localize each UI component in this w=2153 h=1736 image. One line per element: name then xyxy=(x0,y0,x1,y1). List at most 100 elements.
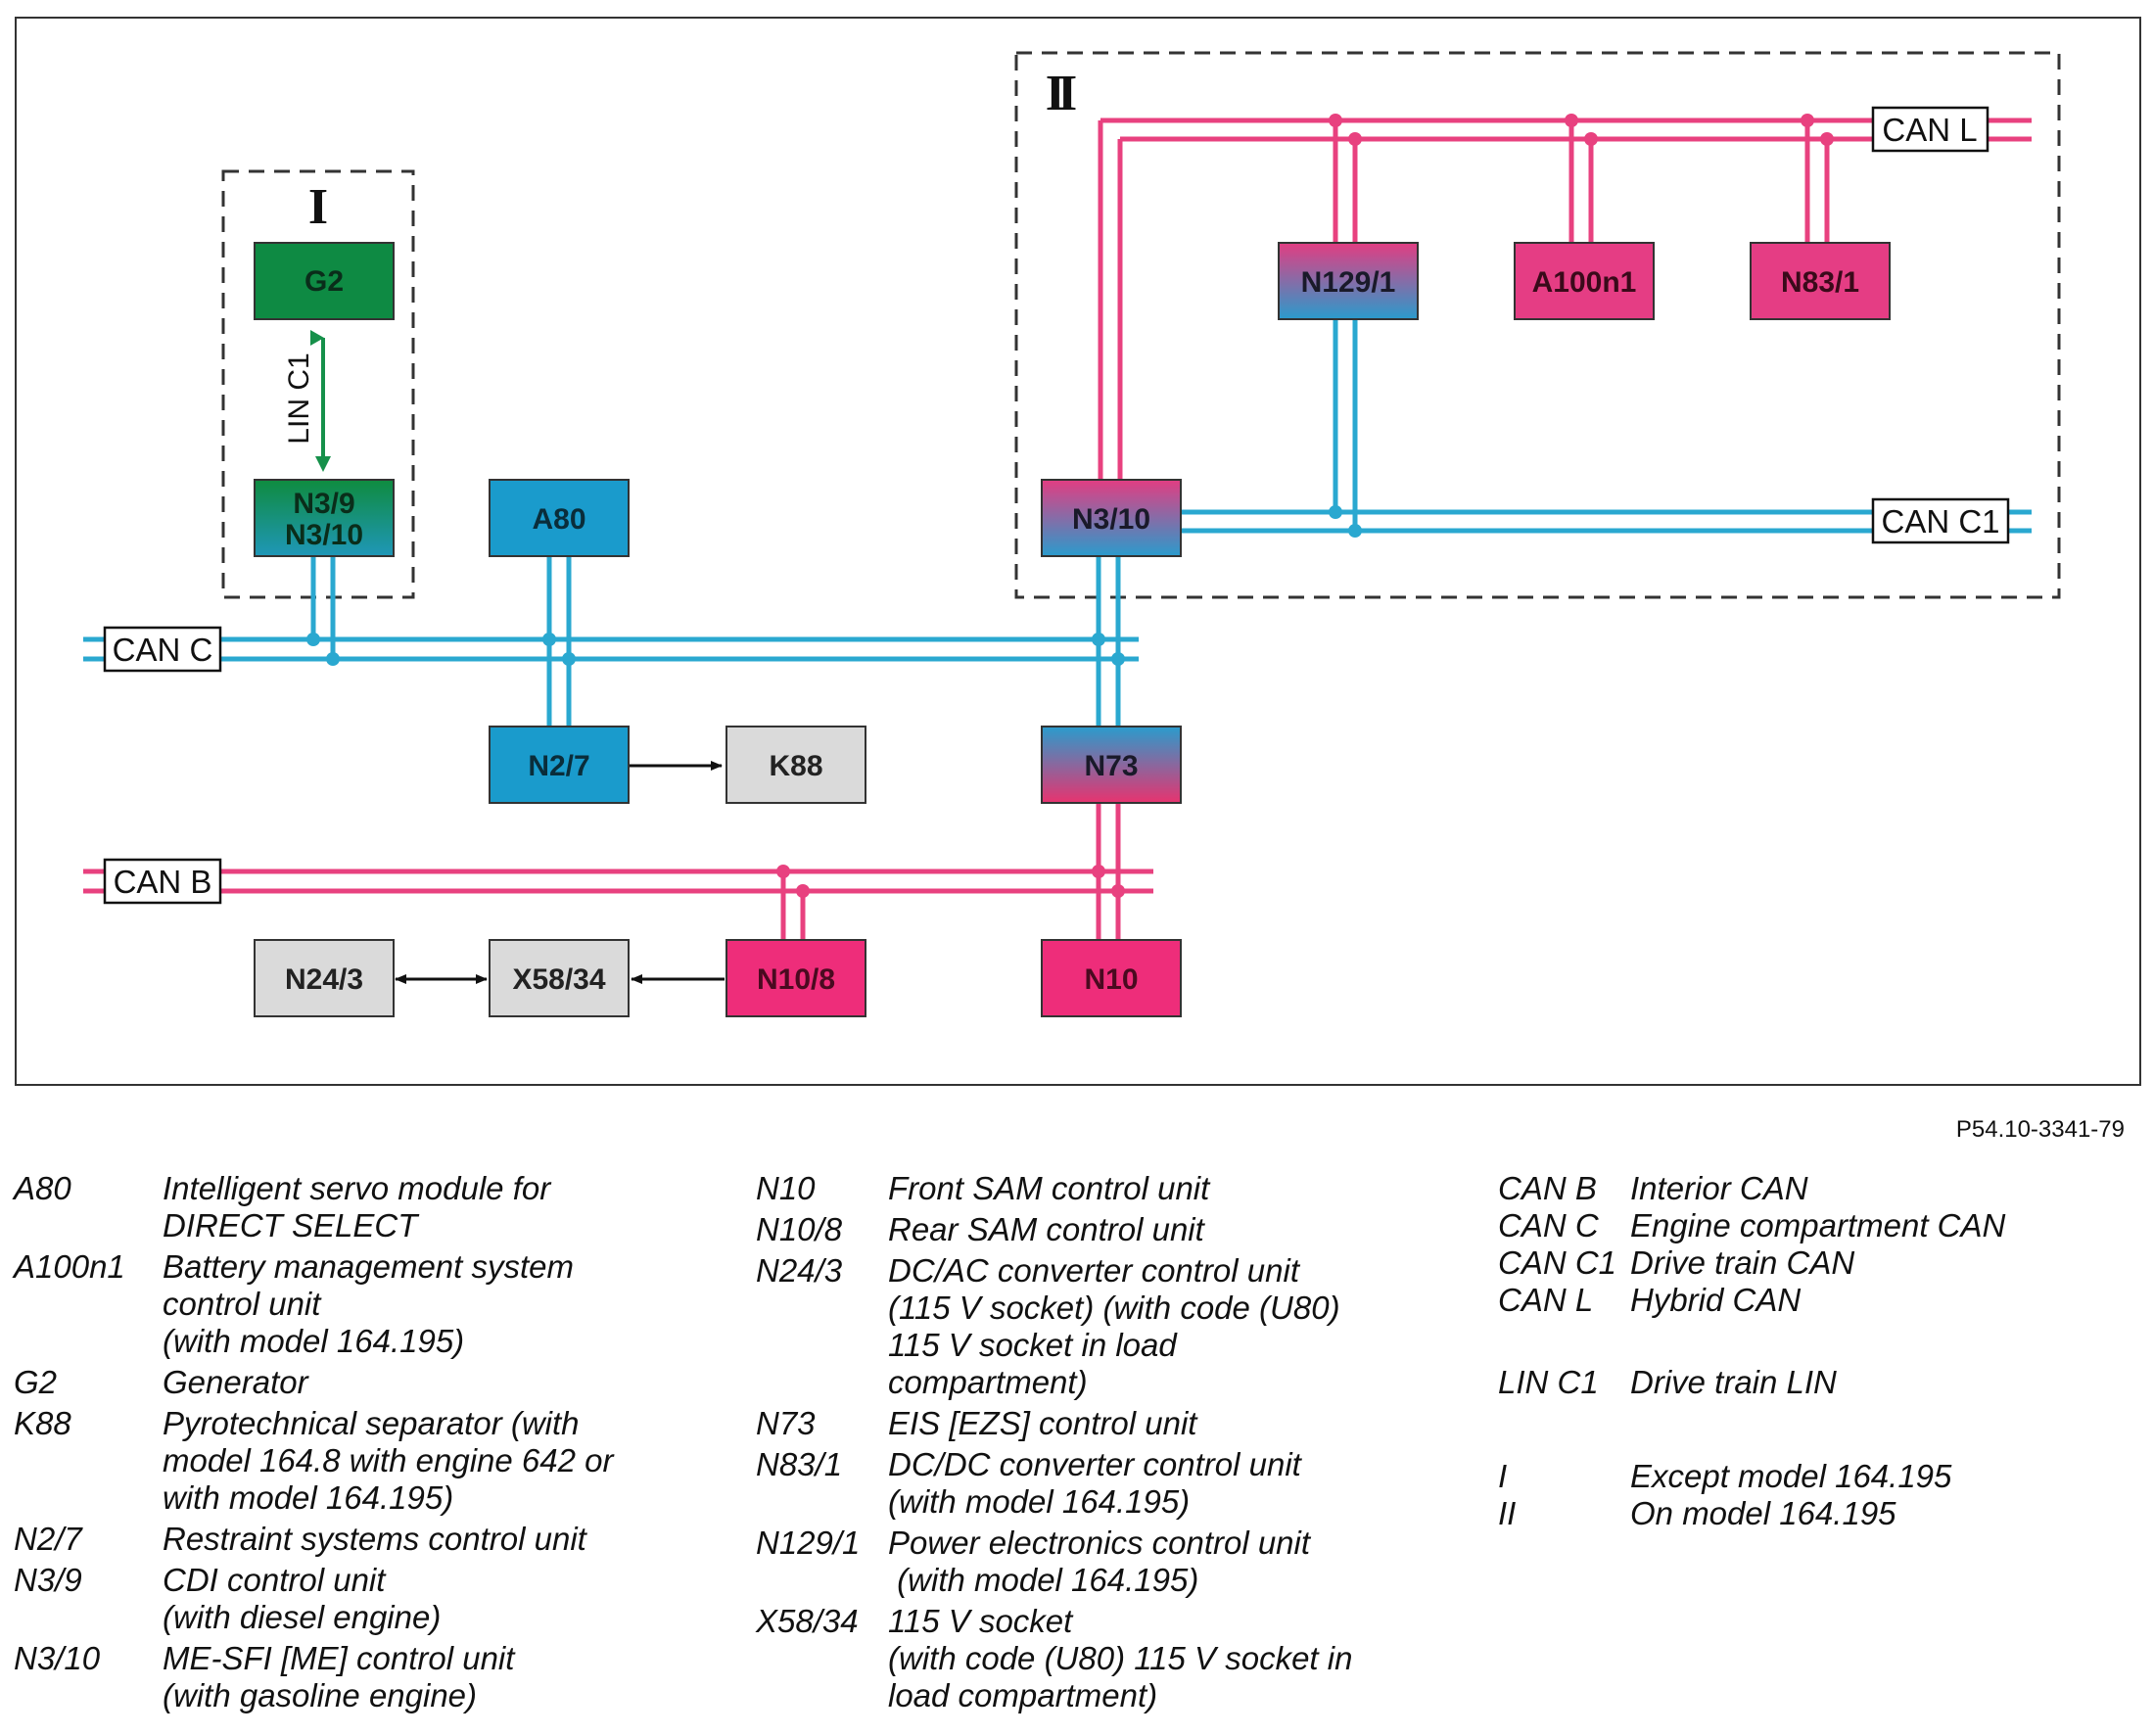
node-g2: G2 xyxy=(254,242,395,320)
group-i-label: I xyxy=(308,179,328,235)
node-x58-34: X58/34 xyxy=(489,939,630,1017)
node-n129-1: N129/1 xyxy=(1278,242,1419,320)
legend-description-line: DIRECT SELECT xyxy=(163,1207,418,1243)
legend-code: N3/10 xyxy=(14,1640,101,1676)
can-l-junctions xyxy=(1329,114,1834,146)
legend-description-line: compartment) xyxy=(888,1364,1088,1400)
legend-description-line: CDI control unit xyxy=(163,1562,386,1598)
legend-description-line: Intelligent servo module for xyxy=(163,1170,551,1206)
legend-description-line: control unit xyxy=(163,1286,321,1322)
can-c-junctions xyxy=(306,633,1125,666)
node-x58-34-label: X58/34 xyxy=(512,963,605,996)
legend-entry: N10 Front SAM control unit xyxy=(756,1170,1402,1207)
legend-description-line: 115 V socket in load xyxy=(888,1327,1177,1363)
legend-code: A100n1 xyxy=(14,1248,125,1285)
node-n3-10-ii-label: N3/10 xyxy=(1072,503,1150,536)
node-n3-9-n3-10: N3/9 N3/10 xyxy=(254,479,395,557)
legend-description-line: EIS [EZS] control unit xyxy=(888,1405,1197,1441)
legend-description: CDI control unit(with diesel engine) xyxy=(163,1562,699,1636)
legend-description: Hybrid CAN xyxy=(1630,1282,2144,1319)
legend-code: CAN L xyxy=(1498,1282,1594,1318)
legend-code: CAN C xyxy=(1498,1207,1599,1243)
legend-code: K88 xyxy=(14,1405,71,1441)
legend-description: Generator xyxy=(163,1364,699,1401)
can-b-bus xyxy=(83,803,1153,940)
can-b-junctions xyxy=(776,865,1125,898)
legend-description-line: ME-SFI [ME] control unit xyxy=(163,1640,515,1676)
legend-description: Front SAM control unit xyxy=(888,1170,1402,1207)
legend-code: N3/9 xyxy=(14,1562,82,1598)
legend-description: Rear SAM control unit xyxy=(888,1211,1402,1248)
legend-code: N10/8 xyxy=(756,1211,843,1247)
node-n3-10-label: N3/10 xyxy=(285,519,363,551)
legend-code: N24/3 xyxy=(756,1252,843,1289)
legend-description-line: Power electronics control unit xyxy=(888,1525,1311,1561)
node-n2-7-label: N2/7 xyxy=(528,750,589,782)
lin-c1-link: LIN C1 xyxy=(283,330,331,472)
node-n73-label: N73 xyxy=(1084,750,1138,782)
legend-description-line: (with gasoline engine) xyxy=(163,1677,478,1713)
node-n2-7: N2/7 xyxy=(489,726,630,804)
figure-reference: P54.10-3341-79 xyxy=(1955,1116,2125,1143)
group-ii-label: II xyxy=(1046,66,1076,121)
can-b-label: CAN B xyxy=(103,858,222,905)
legend-description-line: Drive train CAN xyxy=(1630,1244,1855,1281)
legend-description-line: (115 V socket) (with code (U80) xyxy=(888,1290,1340,1326)
node-n3-10-group-ii: N3/10 xyxy=(1041,479,1182,557)
legend-description-line: Except model 164.195 xyxy=(1630,1458,1952,1494)
legend-description: ME-SFI [ME] control unit(with gasoline e… xyxy=(163,1640,699,1714)
legend-description: Except model 164.195 xyxy=(1630,1458,2144,1495)
node-n83-1: N83/1 xyxy=(1750,242,1891,320)
node-n10: N10 xyxy=(1041,939,1182,1017)
legend-description xyxy=(1630,1401,2144,1458)
legend-description: Drive train CAN xyxy=(1630,1244,2144,1282)
legend-code xyxy=(1498,1319,1630,1364)
legend-code: I xyxy=(1498,1458,1508,1494)
node-n24-3: N24/3 xyxy=(254,939,395,1017)
legend-description-line: Battery management system xyxy=(163,1248,575,1285)
legend-description: Interior CAN xyxy=(1630,1170,2144,1207)
can-c1-junctions xyxy=(1329,505,1362,538)
legend-description xyxy=(1630,1319,2144,1364)
legend-entry: CAN L Hybrid CAN xyxy=(1498,1282,2144,1319)
legend-entry: CAN C Engine compartment CAN xyxy=(1498,1207,2144,1244)
legend-code: N10 xyxy=(756,1170,816,1206)
legend-code: N2/7 xyxy=(14,1521,82,1557)
legend-description-line: (with diesel engine) xyxy=(163,1599,442,1635)
node-k88: K88 xyxy=(725,726,866,804)
legend-description-line xyxy=(1630,1401,2144,1438)
legend-description: 115 V socket(with code (U80) 115 V socke… xyxy=(888,1603,1402,1714)
legend-description-line: Rear SAM control unit xyxy=(888,1211,1204,1247)
legend-description-line: (with model 164.195) xyxy=(888,1483,1191,1520)
node-a80-label: A80 xyxy=(532,503,585,536)
node-n10-8-label: N10/8 xyxy=(757,963,835,996)
node-n24-3-label: N24/3 xyxy=(285,963,363,996)
legend-description-line: Interior CAN xyxy=(1630,1170,1808,1206)
legend-description-line: Drive train LIN xyxy=(1630,1364,1837,1400)
legend-description-line: (with model 164.195) xyxy=(163,1323,465,1359)
node-n73: N73 xyxy=(1041,726,1182,804)
legend-entry: N10/8 Rear SAM control unit xyxy=(756,1211,1402,1248)
legend-description-line xyxy=(1630,1319,2144,1356)
node-n129-1-label: N129/1 xyxy=(1301,266,1396,299)
group-i-box xyxy=(221,169,415,599)
legend-description-line: with model 164.195) xyxy=(163,1479,454,1516)
legend-entry: N2/7 Restraint systems control unit xyxy=(14,1521,699,1558)
can-c-label: CAN C xyxy=(103,626,222,673)
legend-entry: I Except model 164.195 xyxy=(1498,1458,2144,1495)
legend-description-line: On model 164.195 xyxy=(1630,1495,1896,1531)
legend-description-line: Engine compartment CAN xyxy=(1630,1207,2006,1243)
legend-description-line: Restraint systems control unit xyxy=(163,1521,586,1557)
